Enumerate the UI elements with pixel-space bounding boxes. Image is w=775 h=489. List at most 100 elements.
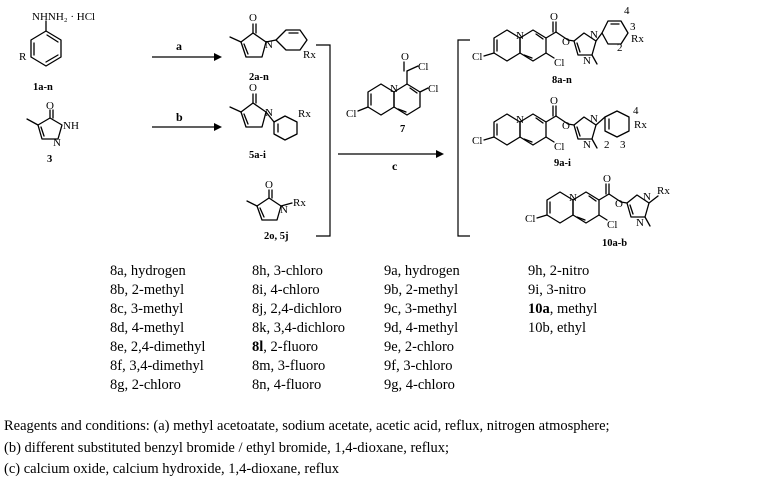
n-label: N <box>583 139 591 151</box>
oxygen-label: O <box>46 100 54 112</box>
substituent-text: , 3-nitro <box>539 282 586 298</box>
position-4-label: 4 <box>624 5 630 17</box>
rx-label: Rx <box>298 108 311 120</box>
reagents-and-conditions: Reagents and conditions: (a) methyl acet… <box>4 416 610 481</box>
substituent-item: 8b, 2-methyl <box>110 282 185 298</box>
n-label: N <box>53 137 61 149</box>
oxygen-label: O <box>401 51 409 63</box>
structure-2a-n: O N Rx 2a-n <box>229 12 316 83</box>
compound-id-5a-i: 5a-i <box>249 150 266 161</box>
substituent-column-4: 9h, 2-nitro 9i, 3-nitro 10a, methyl 10b,… <box>528 262 597 338</box>
substituent-item: 8m, 3-fluoro <box>252 357 345 376</box>
substituent-text: , 2,4-dichloro <box>263 301 342 317</box>
arrow-b: b <box>152 110 222 131</box>
substituent-item: 9b, 2-methyl <box>384 282 459 298</box>
compound-id-7: 7 <box>400 124 405 135</box>
compound-id-8a-n: 8a-n <box>552 75 572 86</box>
structure-3: O NH N 3 <box>26 100 79 165</box>
compound-id-2o-5j: 2o, 5j <box>264 231 289 242</box>
substituent-text: , 2-nitro <box>542 263 590 279</box>
cl-label: Cl <box>472 135 482 147</box>
n-label: N <box>636 217 644 229</box>
substituent-item: 9i, 3-nitro <box>528 281 597 300</box>
n-label: N <box>390 83 398 95</box>
structure-5a-i: O N Rx 5a-i <box>229 82 311 161</box>
substituent-column-1: 8a, hydrogen 8b, 2-methyl 8c, 3-methyl 8… <box>110 262 205 395</box>
rx-label: Rx <box>303 49 316 61</box>
reagent-label-b: b <box>176 110 183 124</box>
n-label: N <box>516 30 524 42</box>
n-label: N <box>583 55 591 67</box>
compound-id-bold: 10a <box>528 301 550 317</box>
position-4-label: 4 <box>633 105 639 117</box>
n-label: N <box>590 113 598 125</box>
position-2-label: 2 <box>617 42 623 54</box>
structure-2o-5j: O N Rx 2o, 5j <box>246 179 306 242</box>
oxygen-label: O <box>562 120 570 132</box>
n-label: N <box>590 29 598 41</box>
compound-id: 8i <box>252 282 264 298</box>
substituent-item: 8i, 4-chloro <box>252 281 345 300</box>
structure-10a-b: Cl N O O Cl N N Rx 10a-b <box>525 173 670 249</box>
substituent-item: 8f, 3,4-dimethyl <box>110 358 204 374</box>
substituent-item: 10b, ethyl <box>528 319 597 338</box>
rx-label: Rx <box>293 197 306 209</box>
position-2-label: 2 <box>604 139 610 151</box>
oxygen-label: O <box>615 198 623 210</box>
oxygen-label: O <box>550 95 558 107</box>
compound-id-3: 3 <box>47 154 52 165</box>
arrow-c: c <box>338 150 444 173</box>
oxygen-label: O <box>603 173 611 185</box>
substituent-item: 8j, 2,4-dichloro <box>252 300 345 319</box>
substituent-item: 9c, 3-methyl <box>384 301 458 317</box>
reagent-label-c: c <box>392 159 398 173</box>
structure-8a-n: Cl N O O Cl N N 4 3 2 Rx 8a-n <box>472 5 644 86</box>
compound-id-1a-n: 1a-n <box>33 82 53 93</box>
substituent-item: 8a, hydrogen <box>110 263 186 279</box>
reagent-label-a: a <box>176 39 182 53</box>
oxygen-label: O <box>550 11 558 23</box>
nh-label: NH <box>63 120 79 132</box>
condition-line-b: (b) different substituted benzyl bromide… <box>4 439 450 456</box>
substituent-text: , 3-fluoro <box>270 358 326 374</box>
substituent-text: , ethyl <box>549 320 586 336</box>
rx-label: Rx <box>631 33 644 45</box>
cl-label: Cl <box>607 219 617 231</box>
condition-line-a: Reagents and conditions: (a) methyl acet… <box>4 418 610 434</box>
substituent-item: 10a, methyl <box>528 300 597 319</box>
cl-label: Cl <box>346 108 356 120</box>
structure-1a-n: NHNH₂ · HCl R 1a-n <box>19 11 95 93</box>
rx-label: Rx <box>634 119 647 131</box>
structure-7: O Cl Cl Cl N 7 <box>346 51 438 135</box>
compound-id-9a-i: 9a-i <box>554 158 571 169</box>
rx-label: Rx <box>657 185 670 197</box>
substituent-item: 9d, 4-methyl <box>384 320 459 336</box>
compound-id: 8j <box>252 301 264 317</box>
substituent-item: 9f, 3-chloro <box>384 358 453 374</box>
hydrazine-hcl-label: NHNH₂ · HCl <box>32 11 95 23</box>
compound-id: 8n <box>252 377 267 393</box>
substituent-text: , methyl <box>549 301 598 317</box>
substituent-item: 9a, hydrogen <box>384 263 460 279</box>
compound-id: 8m <box>252 358 271 374</box>
compound-id: 10b <box>528 320 550 336</box>
compound-id-10a-b: 10a-b <box>602 238 627 249</box>
compound-id-bold: 8l <box>252 339 264 355</box>
substituent-item: 9e, 2-chloro <box>384 339 455 355</box>
compound-id: 9i <box>528 282 540 298</box>
substituent-text: , 4-chloro <box>263 282 320 298</box>
cl-label: Cl <box>525 213 535 225</box>
bracket-right <box>457 39 470 237</box>
oxygen-label: O <box>249 82 257 94</box>
substituent-text: , 3-chloro <box>266 263 323 279</box>
compound-id-2a-n: 2a-n <box>249 72 269 83</box>
structure-9a-i: Cl N O O Cl N N 4 3 2 Rx 9a-i <box>472 95 647 169</box>
n-label: N <box>643 191 651 203</box>
oxygen-label: O <box>249 12 257 24</box>
oxygen-label: O <box>265 179 273 191</box>
n-label: N <box>280 204 288 216</box>
substituent-column-3: 9a, hydrogen 9b, 2-methyl 9c, 3-methyl 9… <box>384 262 460 395</box>
n-label: N <box>265 39 273 51</box>
compound-id: 8k <box>252 320 267 336</box>
condition-line-c: (c) calcium oxide, calcium hydroxide, 1,… <box>4 461 339 477</box>
